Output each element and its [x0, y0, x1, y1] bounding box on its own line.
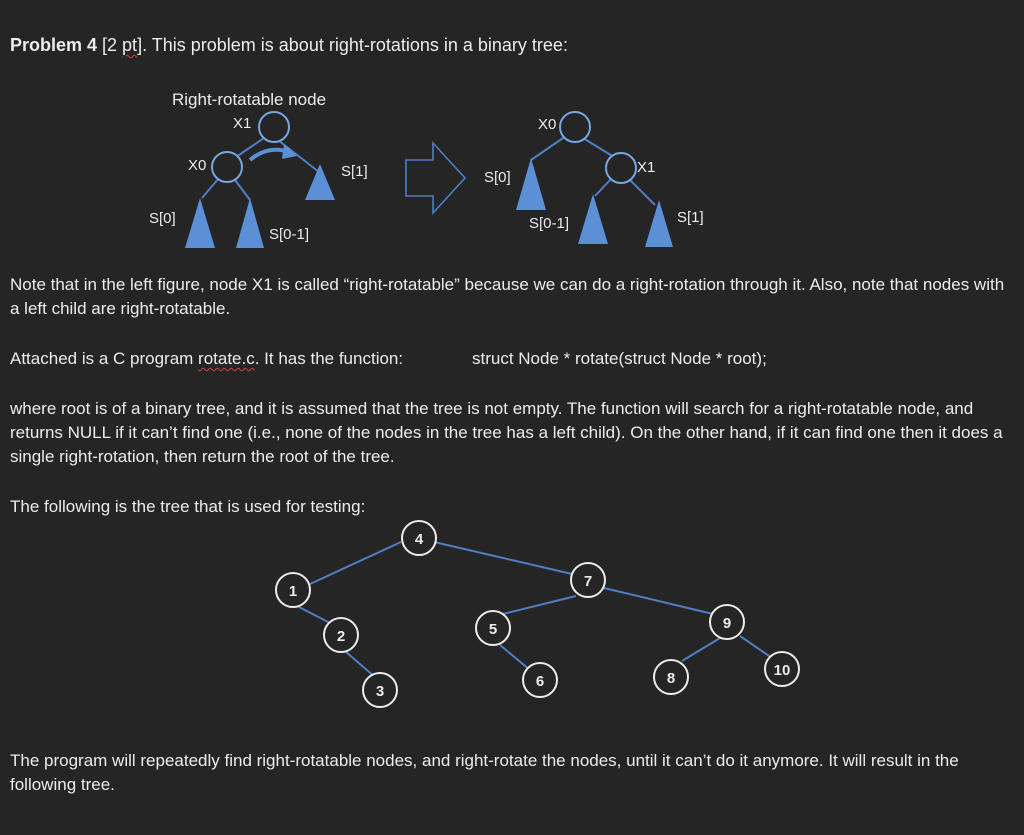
label-x0-right: X0: [538, 116, 556, 133]
tree-node: [522, 662, 558, 698]
node-x1-right: [605, 152, 637, 184]
tree-node: [653, 659, 689, 695]
label-x1-left: X1: [233, 115, 251, 132]
tree-node: [475, 610, 511, 646]
label-x1-right: X1: [637, 159, 655, 176]
tree-node-label: 7: [584, 573, 592, 590]
tree-node-label: 6: [536, 673, 544, 690]
edge-5-6: [499, 644, 531, 671]
label-s01-right: S[0-1]: [529, 215, 569, 232]
points-close: ].: [137, 35, 152, 55]
note-paragraph: Note that in the left figure, node X1 is…: [10, 275, 1005, 318]
tree-node-label: 10: [774, 662, 791, 679]
edge-x0-s0: [201, 177, 220, 199]
triangle-s1-right: [645, 200, 673, 247]
edge-7-9: [603, 587, 714, 615]
test-tree: 4 1 7 2 5 9 3 6 8 10: [275, 520, 800, 708]
label-s01-left: S[0-1]: [269, 226, 309, 243]
rotation-arrowhead-icon: [282, 144, 297, 159]
tree-node: [362, 672, 398, 708]
attached-paragraph: Attached is a C program rotate.c. It has…: [10, 347, 1015, 371]
attached-text: Attached is a C program: [10, 349, 199, 368]
tree-node: [709, 604, 745, 640]
edge-9-8: [681, 637, 721, 662]
edge-x1-x0: [235, 135, 268, 158]
edge-x0-x1-right: [582, 137, 615, 158]
node-x1-left: [258, 111, 290, 143]
right-rotation-figure: X0 X1 S[0] S[0-1] S[1]: [484, 111, 704, 247]
edge-x1-s01-right: [594, 177, 613, 197]
triangle-s0-left: [185, 198, 215, 248]
edge-1-2: [296, 605, 333, 625]
triangle-s0-right: [516, 158, 546, 210]
attached-text-end: . It has the function:: [254, 349, 404, 368]
edge-x0-s01: [234, 179, 251, 201]
points-word: pt: [122, 35, 138, 55]
triangle-s01-left: [236, 198, 264, 248]
label-x0-left: X0: [188, 157, 206, 174]
tree-node-label: 2: [337, 628, 345, 645]
tree-node: [570, 562, 606, 598]
tree-node-label: 4: [415, 531, 424, 548]
points-open: [2: [97, 35, 123, 55]
tree-node-label: 9: [723, 615, 731, 632]
problem-title: Problem 4: [10, 35, 98, 55]
tree-node-label: 1: [289, 583, 297, 600]
tree-node-label: 5: [489, 621, 497, 638]
tree-node: [323, 617, 359, 653]
right-rotatable-caption: Right-rotatable node: [172, 90, 326, 109]
triangle-s01-right: [578, 194, 608, 244]
problem-intro: This problem is about right-rotations in…: [151, 35, 568, 55]
problem-heading: Problem 4 [2 pt]. This problem is about …: [10, 33, 568, 57]
node-x0-left: [211, 151, 243, 183]
label-s0-left: S[0]: [149, 210, 176, 227]
edge-x0-s0-right: [530, 135, 567, 161]
edge-2-3: [345, 651, 376, 678]
triangle-s1-left: [305, 164, 335, 200]
attached-file-name: rotate.c: [198, 349, 255, 368]
transform-arrow-icon: [405, 140, 467, 216]
program-paragraph: The program will repeatedly find right-r…: [10, 751, 959, 794]
where-paragraph: where root is of a binary tree, and it i…: [10, 399, 1003, 466]
label-s1-right: S[1]: [677, 209, 704, 226]
function-signature: struct Node * rotate(struct Node * root)…: [472, 349, 767, 368]
tree-node: [764, 651, 800, 687]
edge-4-1: [309, 541, 402, 585]
edge-x1-s1-right: [629, 179, 656, 206]
edge-7-5: [502, 595, 577, 615]
label-s1-left: S[1]: [341, 163, 368, 180]
tree-node: [401, 520, 437, 556]
tree-node: [275, 572, 311, 608]
tree-node-label: 8: [667, 670, 675, 687]
edge-4-7: [433, 541, 573, 575]
node-x0-right: [559, 111, 591, 143]
left-rotation-figure: Right-rotatable node X1 X0 S[1] S[0] S[0…: [149, 90, 368, 248]
tree-node-label: 3: [376, 683, 384, 700]
label-s0-right: S[0]: [484, 169, 511, 186]
following-paragraph: The following is the tree that is used f…: [10, 497, 366, 516]
edge-9-10: [739, 635, 773, 659]
